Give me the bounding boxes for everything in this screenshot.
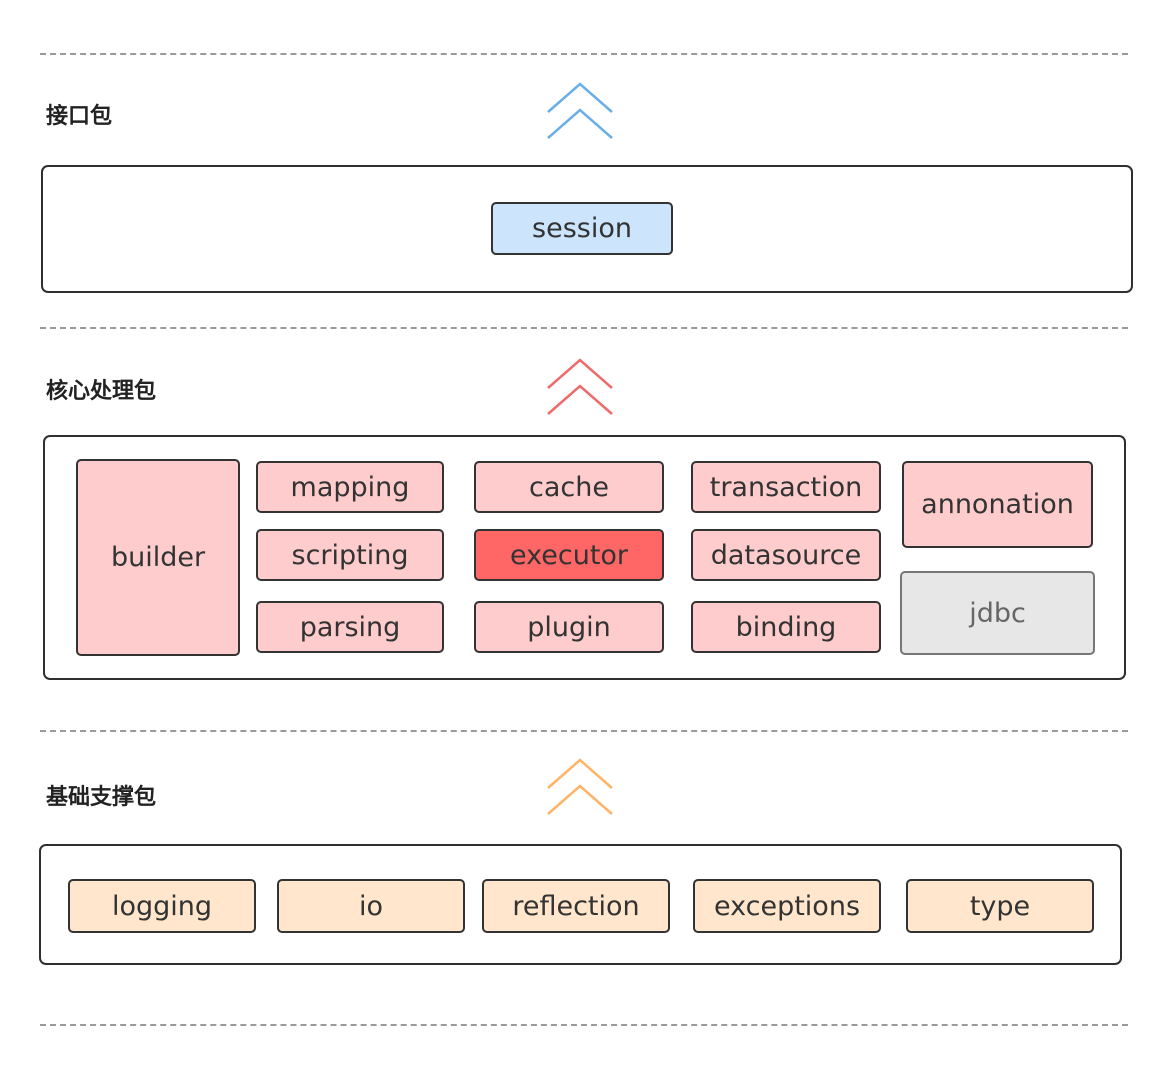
separator-top — [40, 53, 1128, 55]
interface-layer-panel: session — [41, 165, 1133, 293]
separator-bottom — [40, 1024, 1128, 1026]
module-type[interactable]: type — [906, 879, 1094, 933]
module-annonation[interactable]: annonation — [902, 461, 1093, 548]
base-layer-title: 基础支撑包 — [46, 785, 157, 810]
module-logging[interactable]: logging — [68, 879, 256, 933]
double-chevron-up-icon-red — [547, 358, 613, 415]
base-layer-panel: logging io reflection exceptions type — [39, 844, 1122, 965]
module-session[interactable]: session — [491, 202, 673, 255]
module-builder[interactable]: builder — [76, 459, 240, 656]
separator-core-base — [40, 730, 1128, 732]
double-chevron-up-icon-orange — [547, 758, 613, 815]
double-chevron-up-icon-blue — [547, 82, 613, 139]
module-cache[interactable]: cache — [474, 461, 664, 513]
separator-interface-core — [40, 327, 1128, 329]
module-transaction[interactable]: transaction — [691, 461, 881, 513]
module-parsing[interactable]: parsing — [256, 601, 444, 653]
interface-layer-title: 接口包 — [46, 104, 113, 129]
module-jdbc[interactable]: jdbc — [900, 571, 1095, 655]
core-layer-panel: builder mapping scripting parsing cache … — [43, 435, 1126, 680]
module-scripting[interactable]: scripting — [256, 529, 444, 581]
module-executor[interactable]: executor — [474, 529, 664, 581]
core-layer-title: 核心处理包 — [46, 379, 157, 404]
module-reflection[interactable]: reflection — [482, 879, 670, 933]
module-plugin[interactable]: plugin — [474, 601, 664, 653]
module-binding[interactable]: binding — [691, 601, 881, 653]
module-exceptions[interactable]: exceptions — [693, 879, 881, 933]
module-io[interactable]: io — [277, 879, 465, 933]
module-mapping[interactable]: mapping — [256, 461, 444, 513]
module-datasource[interactable]: datasource — [691, 529, 881, 581]
